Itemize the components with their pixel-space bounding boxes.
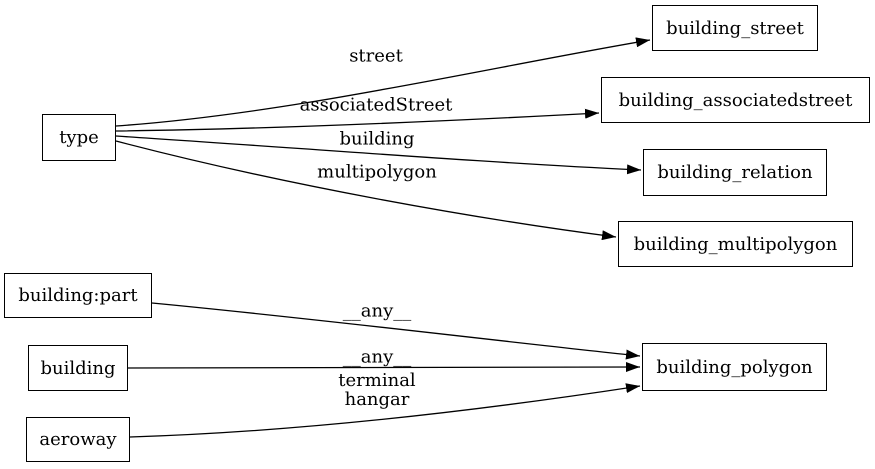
- edge-type-to-building_associatedstreet: [115, 108, 600, 132]
- edge-label-terminal-hangar: terminal hangar: [338, 370, 416, 410]
- edge-label-any-1: __any__: [342, 300, 412, 322]
- edge-label-any-2: __any__: [342, 346, 412, 368]
- node-building_street: building_street: [652, 5, 818, 51]
- edge-type-to-building_multipolygon: [115, 140, 617, 241]
- edge-label-building: building: [339, 128, 415, 150]
- node-building-part: building:part: [4, 273, 152, 318]
- node-building_multipolygon: building_multipolygon: [618, 221, 853, 267]
- node-aeroway: aeroway: [26, 417, 130, 462]
- edge-type-to-building_relation: [115, 135, 642, 175]
- edge-building-to-building_polygon: [127, 362, 641, 373]
- edge-aeroway-to-building_polygon: [129, 383, 641, 438]
- node-building_relation: building_relation: [643, 149, 827, 196]
- edge-label-associatedstreet: associatedStreet: [299, 94, 453, 116]
- node-building: building: [28, 345, 128, 391]
- edge-label-multipolygon: multipolygon: [317, 161, 437, 183]
- node-building_associatedstreet: building_associatedstreet: [601, 77, 870, 123]
- edge-label-street: street: [349, 45, 403, 67]
- node-type: type: [42, 114, 116, 161]
- node-building_polygon: building_polygon: [642, 343, 827, 391]
- edge-type-to-building_street: [115, 37, 651, 127]
- edge-buildingpart-to-building_polygon: [151, 302, 641, 360]
